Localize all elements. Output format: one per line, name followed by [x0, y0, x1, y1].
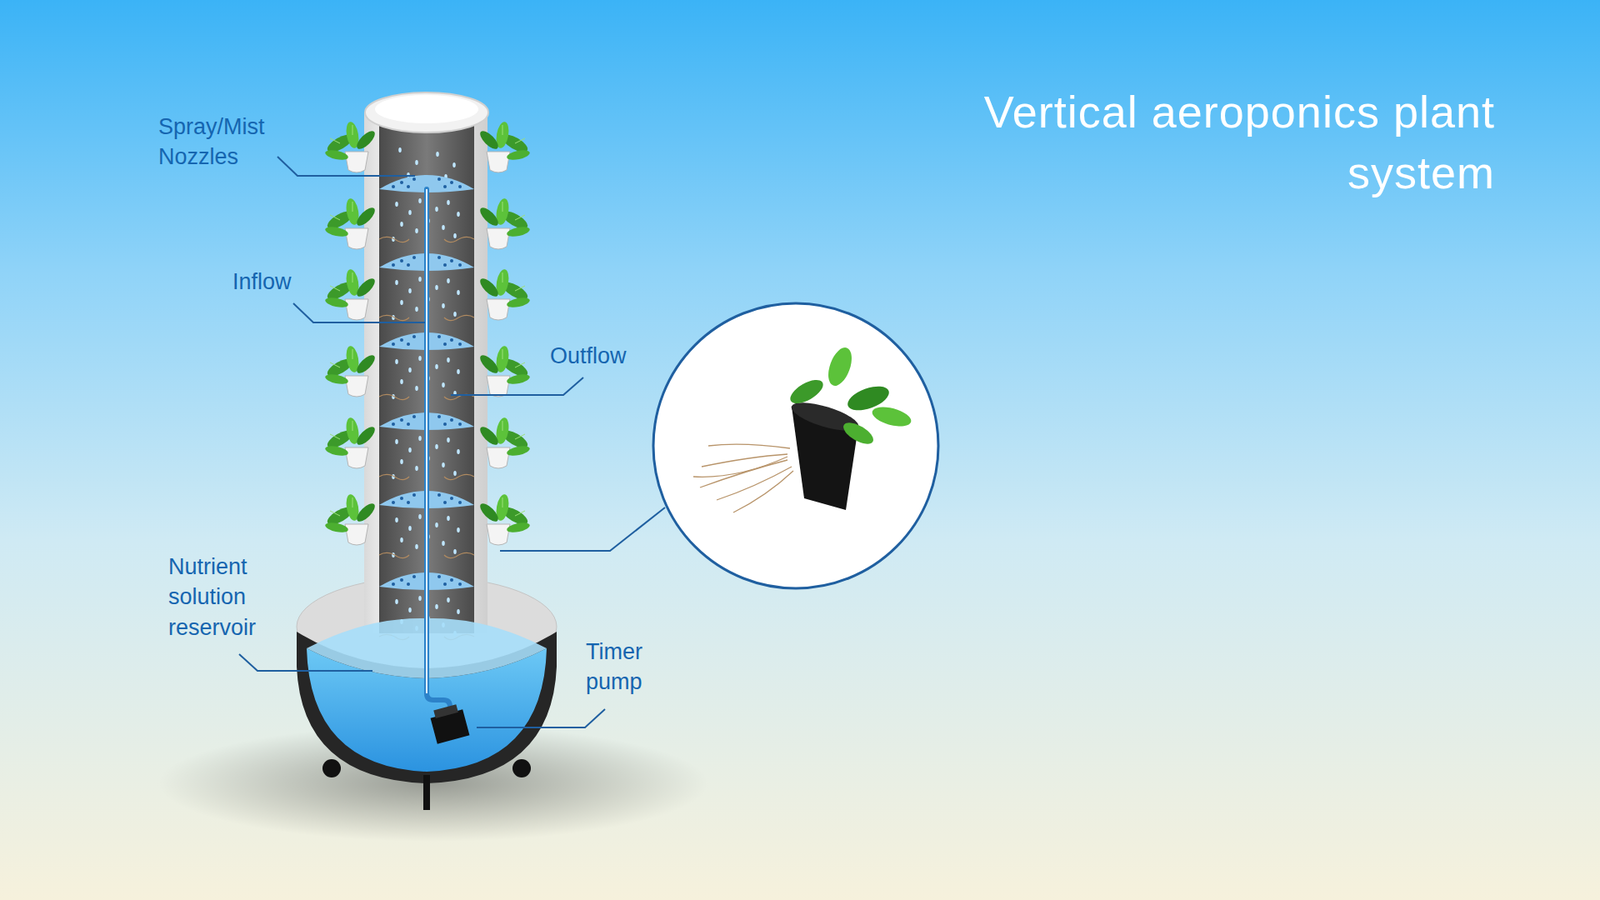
callout-label: Nutrient solution reservoir	[168, 551, 294, 643]
diagram-title: Vertical aeroponics plant system	[941, 81, 1495, 204]
callout-label: Spray/Mist Nozzles	[158, 111, 305, 173]
callout-label: Inflow	[232, 266, 366, 297]
callout-label: Timer pump	[585, 636, 670, 698]
callout-label: Outflow	[550, 340, 684, 371]
